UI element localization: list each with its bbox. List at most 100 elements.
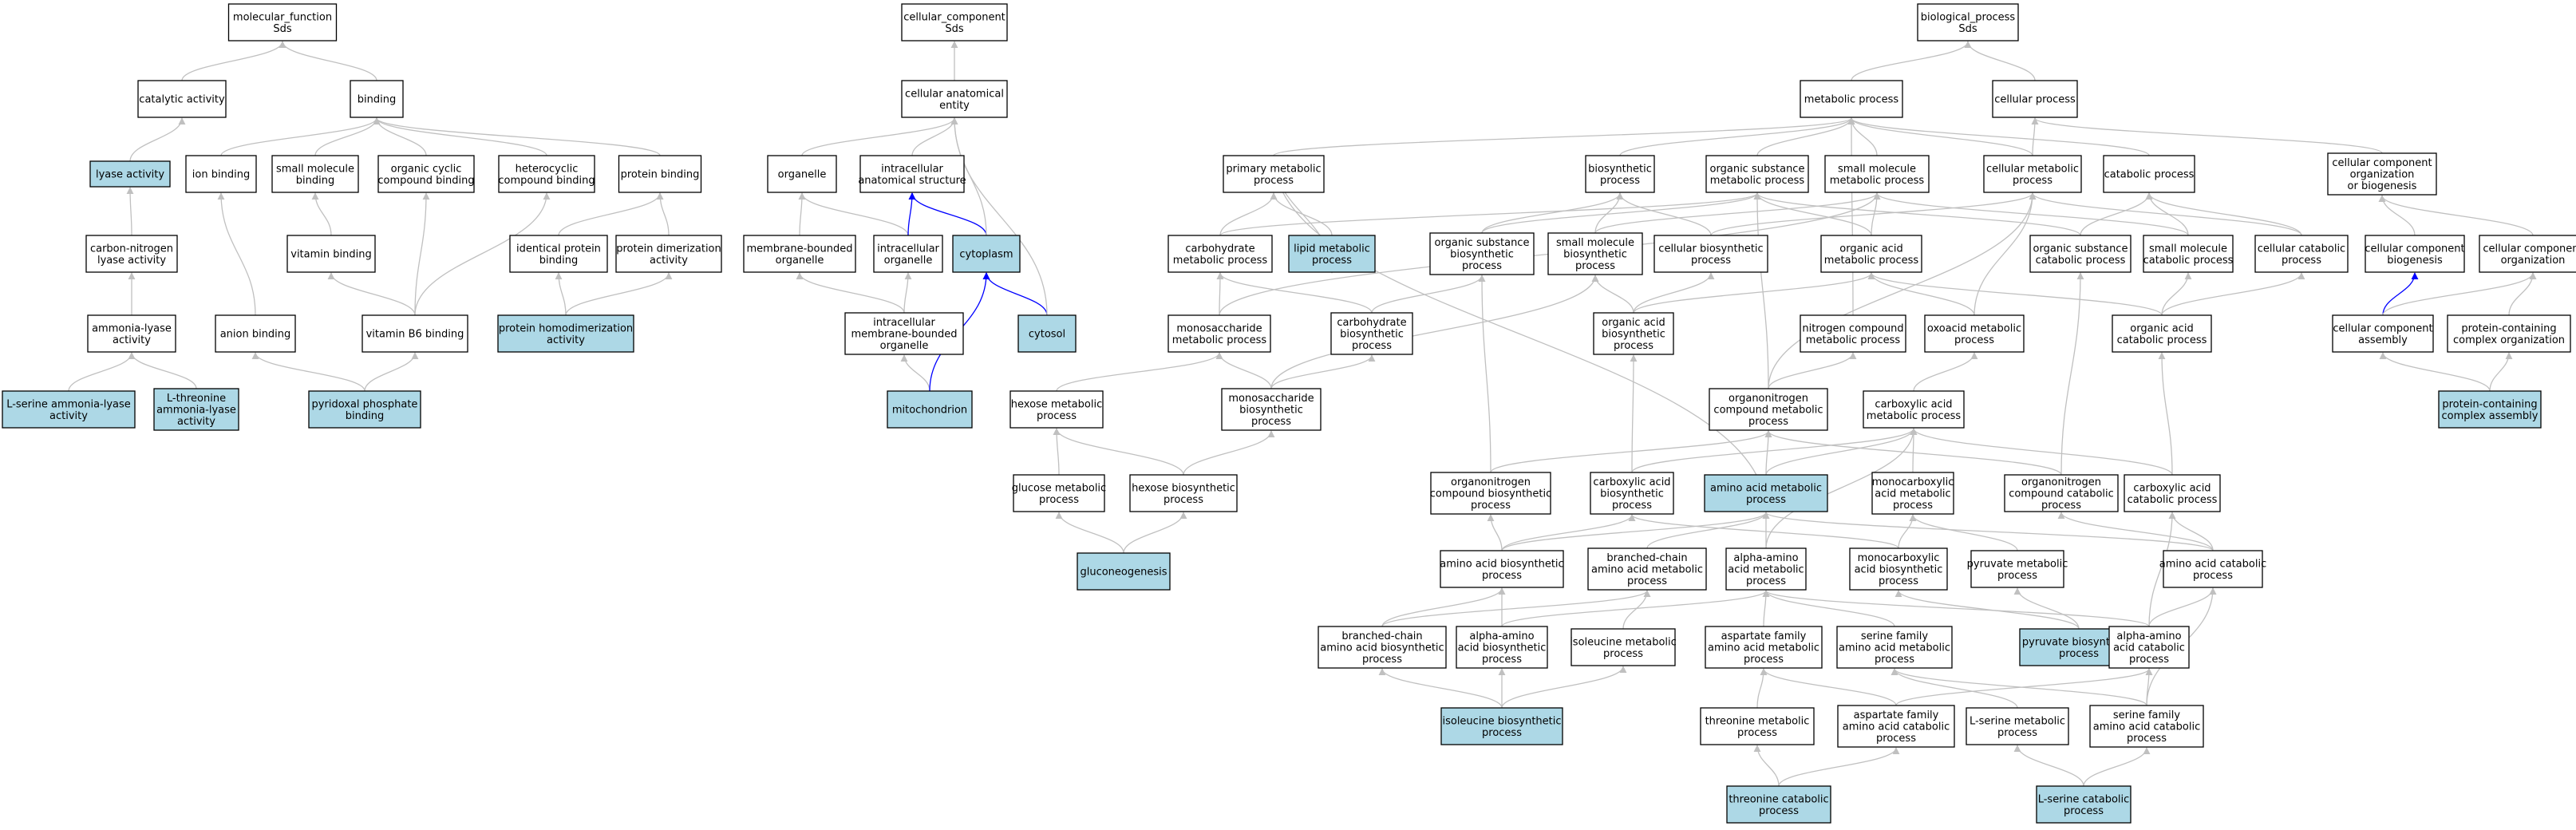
node-cp[interactable]: cellular process: [1992, 80, 2078, 118]
node-ionb[interactable]: ion binding: [185, 155, 257, 193]
edge-aaamp-to-camp: [1765, 428, 1918, 549]
node-box: [901, 80, 1008, 118]
node-label-line: cellular component: [2333, 322, 2432, 334]
node-label-line: process: [1612, 500, 1652, 512]
node-mp[interactable]: metabolic process: [1800, 80, 1903, 118]
node-label-line: metabolic process: [1804, 94, 1899, 106]
node-vitb[interactable]: vitamin binding: [286, 235, 376, 273]
node-cyto[interactable]: cytoplasm: [952, 235, 1021, 273]
node-lyase[interactable]: lyase activity: [89, 160, 171, 188]
node-anion[interactable]: anion binding: [215, 314, 296, 353]
node-gluco[interactable]: gluconeogenesis: [1077, 552, 1171, 591]
node-cytosol[interactable]: cytosol: [1017, 314, 1077, 353]
node-label-line: amino acid biosynthetic: [1320, 642, 1444, 654]
node-catp[interactable]: catabolic process: [2103, 155, 2195, 193]
node-mito[interactable]: mitochondrion: [887, 390, 973, 429]
node-org[interactable]: organelle: [767, 155, 837, 193]
node-bind[interactable]: binding: [350, 80, 404, 118]
node-vb6[interactable]: vitamin B6 binding: [362, 314, 468, 353]
node-cat[interactable]: catalytic activity: [137, 80, 227, 118]
edge-oncbp-to-osbp: [1478, 275, 1491, 473]
node-protb[interactable]: protein binding: [618, 155, 702, 193]
node-label-line: small molecule: [1838, 163, 1916, 175]
